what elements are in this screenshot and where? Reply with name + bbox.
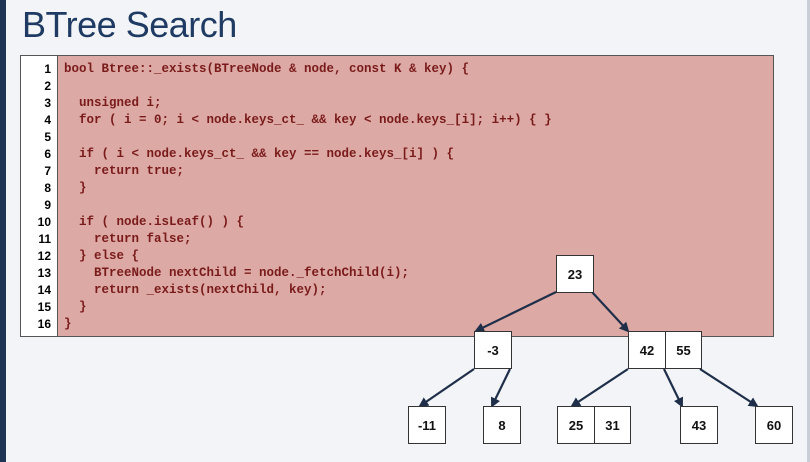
line-number: 14 (37, 283, 51, 297)
node-key: 60 (766, 417, 782, 433)
line-number: 10 (37, 215, 51, 229)
code-body: bool Btree::_exists(BTreeNode & node, co… (58, 56, 773, 336)
edge-right-to-leaf-3 (570, 368, 629, 408)
node-key: 8 (498, 417, 506, 433)
line-number: 13 (37, 266, 51, 280)
line-number: 11 (38, 232, 51, 246)
node-key: 31 (594, 407, 630, 443)
tree-node-left: -3 (474, 331, 512, 369)
node-key: 42 (639, 342, 655, 358)
tree-leaf-4: 43 (680, 406, 718, 444)
line-number: 16 (37, 317, 51, 331)
code-line: if ( node.isLeaf() ) { (64, 215, 245, 229)
node-key: 55 (665, 332, 701, 368)
right-edge-rule (807, 0, 810, 462)
node-key: -3 (487, 342, 499, 358)
code-line (64, 197, 773, 214)
tree-node-right: 42 55 (628, 331, 702, 369)
edge-right-to-leaf-5 (699, 368, 759, 408)
tree-leaf-2: 8 (483, 406, 521, 444)
code-line: return _exists(nextChild, key); (64, 283, 327, 297)
line-number: 12 (37, 249, 51, 263)
code-line (64, 129, 773, 146)
code-line: } (64, 317, 72, 331)
code-line: unsigned i; (64, 96, 162, 110)
tree-leaf-1: -11 (408, 406, 446, 444)
code-line: } (64, 300, 87, 314)
line-number: 5 (44, 130, 51, 144)
code-line: if ( i < node.keys_ct_ && key == node.ke… (64, 147, 455, 161)
code-line: return true; (64, 164, 185, 178)
node-key: 23 (567, 266, 583, 282)
edge-left-to-leaf-2 (491, 368, 511, 408)
node-key: -11 (417, 417, 437, 433)
tree-leaf-5: 60 (755, 406, 793, 444)
code-line: } (64, 181, 87, 195)
left-accent-bar (0, 0, 6, 462)
edge-left-to-leaf-1 (418, 368, 475, 408)
line-number: 2 (44, 79, 51, 93)
code-line (64, 78, 773, 95)
tree-node-root: 23 (556, 255, 594, 293)
node-key: 43 (691, 417, 707, 433)
line-number: 15 (37, 300, 51, 314)
node-key: 25 (568, 417, 584, 433)
code-line: } else { (64, 249, 140, 263)
code-line: return false; (64, 232, 192, 246)
line-number: 9 (44, 198, 51, 212)
line-number: 1 (44, 62, 51, 76)
slide-title: BTree Search (22, 4, 237, 45)
line-number: 7 (44, 164, 51, 178)
code-line: bool Btree::_exists(BTreeNode & node, co… (64, 62, 470, 76)
code-listing: 1 2 3 4 5 6 7 8 9 10 11 12 13 14 15 16 b… (20, 55, 774, 337)
code-line: for ( i = 0; i < node.keys_ct_ && key < … (64, 113, 552, 127)
code-line: BTreeNode nextChild = node._fetchChild(i… (64, 266, 410, 280)
line-number: 6 (44, 147, 51, 161)
edge-right-to-leaf-4 (663, 368, 683, 408)
tree-leaf-3: 25 31 (557, 406, 631, 444)
line-number-gutter: 1 2 3 4 5 6 7 8 9 10 11 12 13 14 15 16 (21, 56, 58, 336)
line-number: 8 (44, 181, 51, 195)
line-number: 4 (44, 113, 51, 127)
line-number: 3 (44, 96, 51, 110)
